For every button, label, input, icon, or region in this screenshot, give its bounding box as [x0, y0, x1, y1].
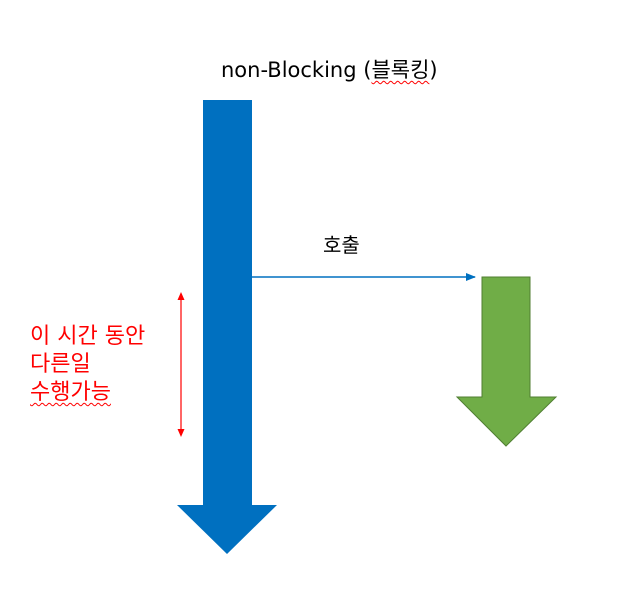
callee-timeline-arrow [455, 276, 558, 447]
caller-timeline-arrow [177, 100, 277, 554]
title-prefix: non-Blocking ( [221, 58, 372, 82]
diagram-title: non-Blocking (블록킹) [221, 54, 438, 84]
title-korean: 블록킹 [371, 58, 430, 82]
note-line-1: 이 시간 동안 [30, 324, 146, 349]
note-line-3: 수행가능 [30, 380, 111, 405]
duration-note: 이 시간 동안 다른일 수행가능 [30, 323, 145, 407]
call-label: 호출 [323, 233, 360, 257]
duration-double-arrow [177, 292, 185, 437]
note-line-2: 다른일 [30, 352, 91, 377]
title-suffix: ) [429, 58, 438, 82]
